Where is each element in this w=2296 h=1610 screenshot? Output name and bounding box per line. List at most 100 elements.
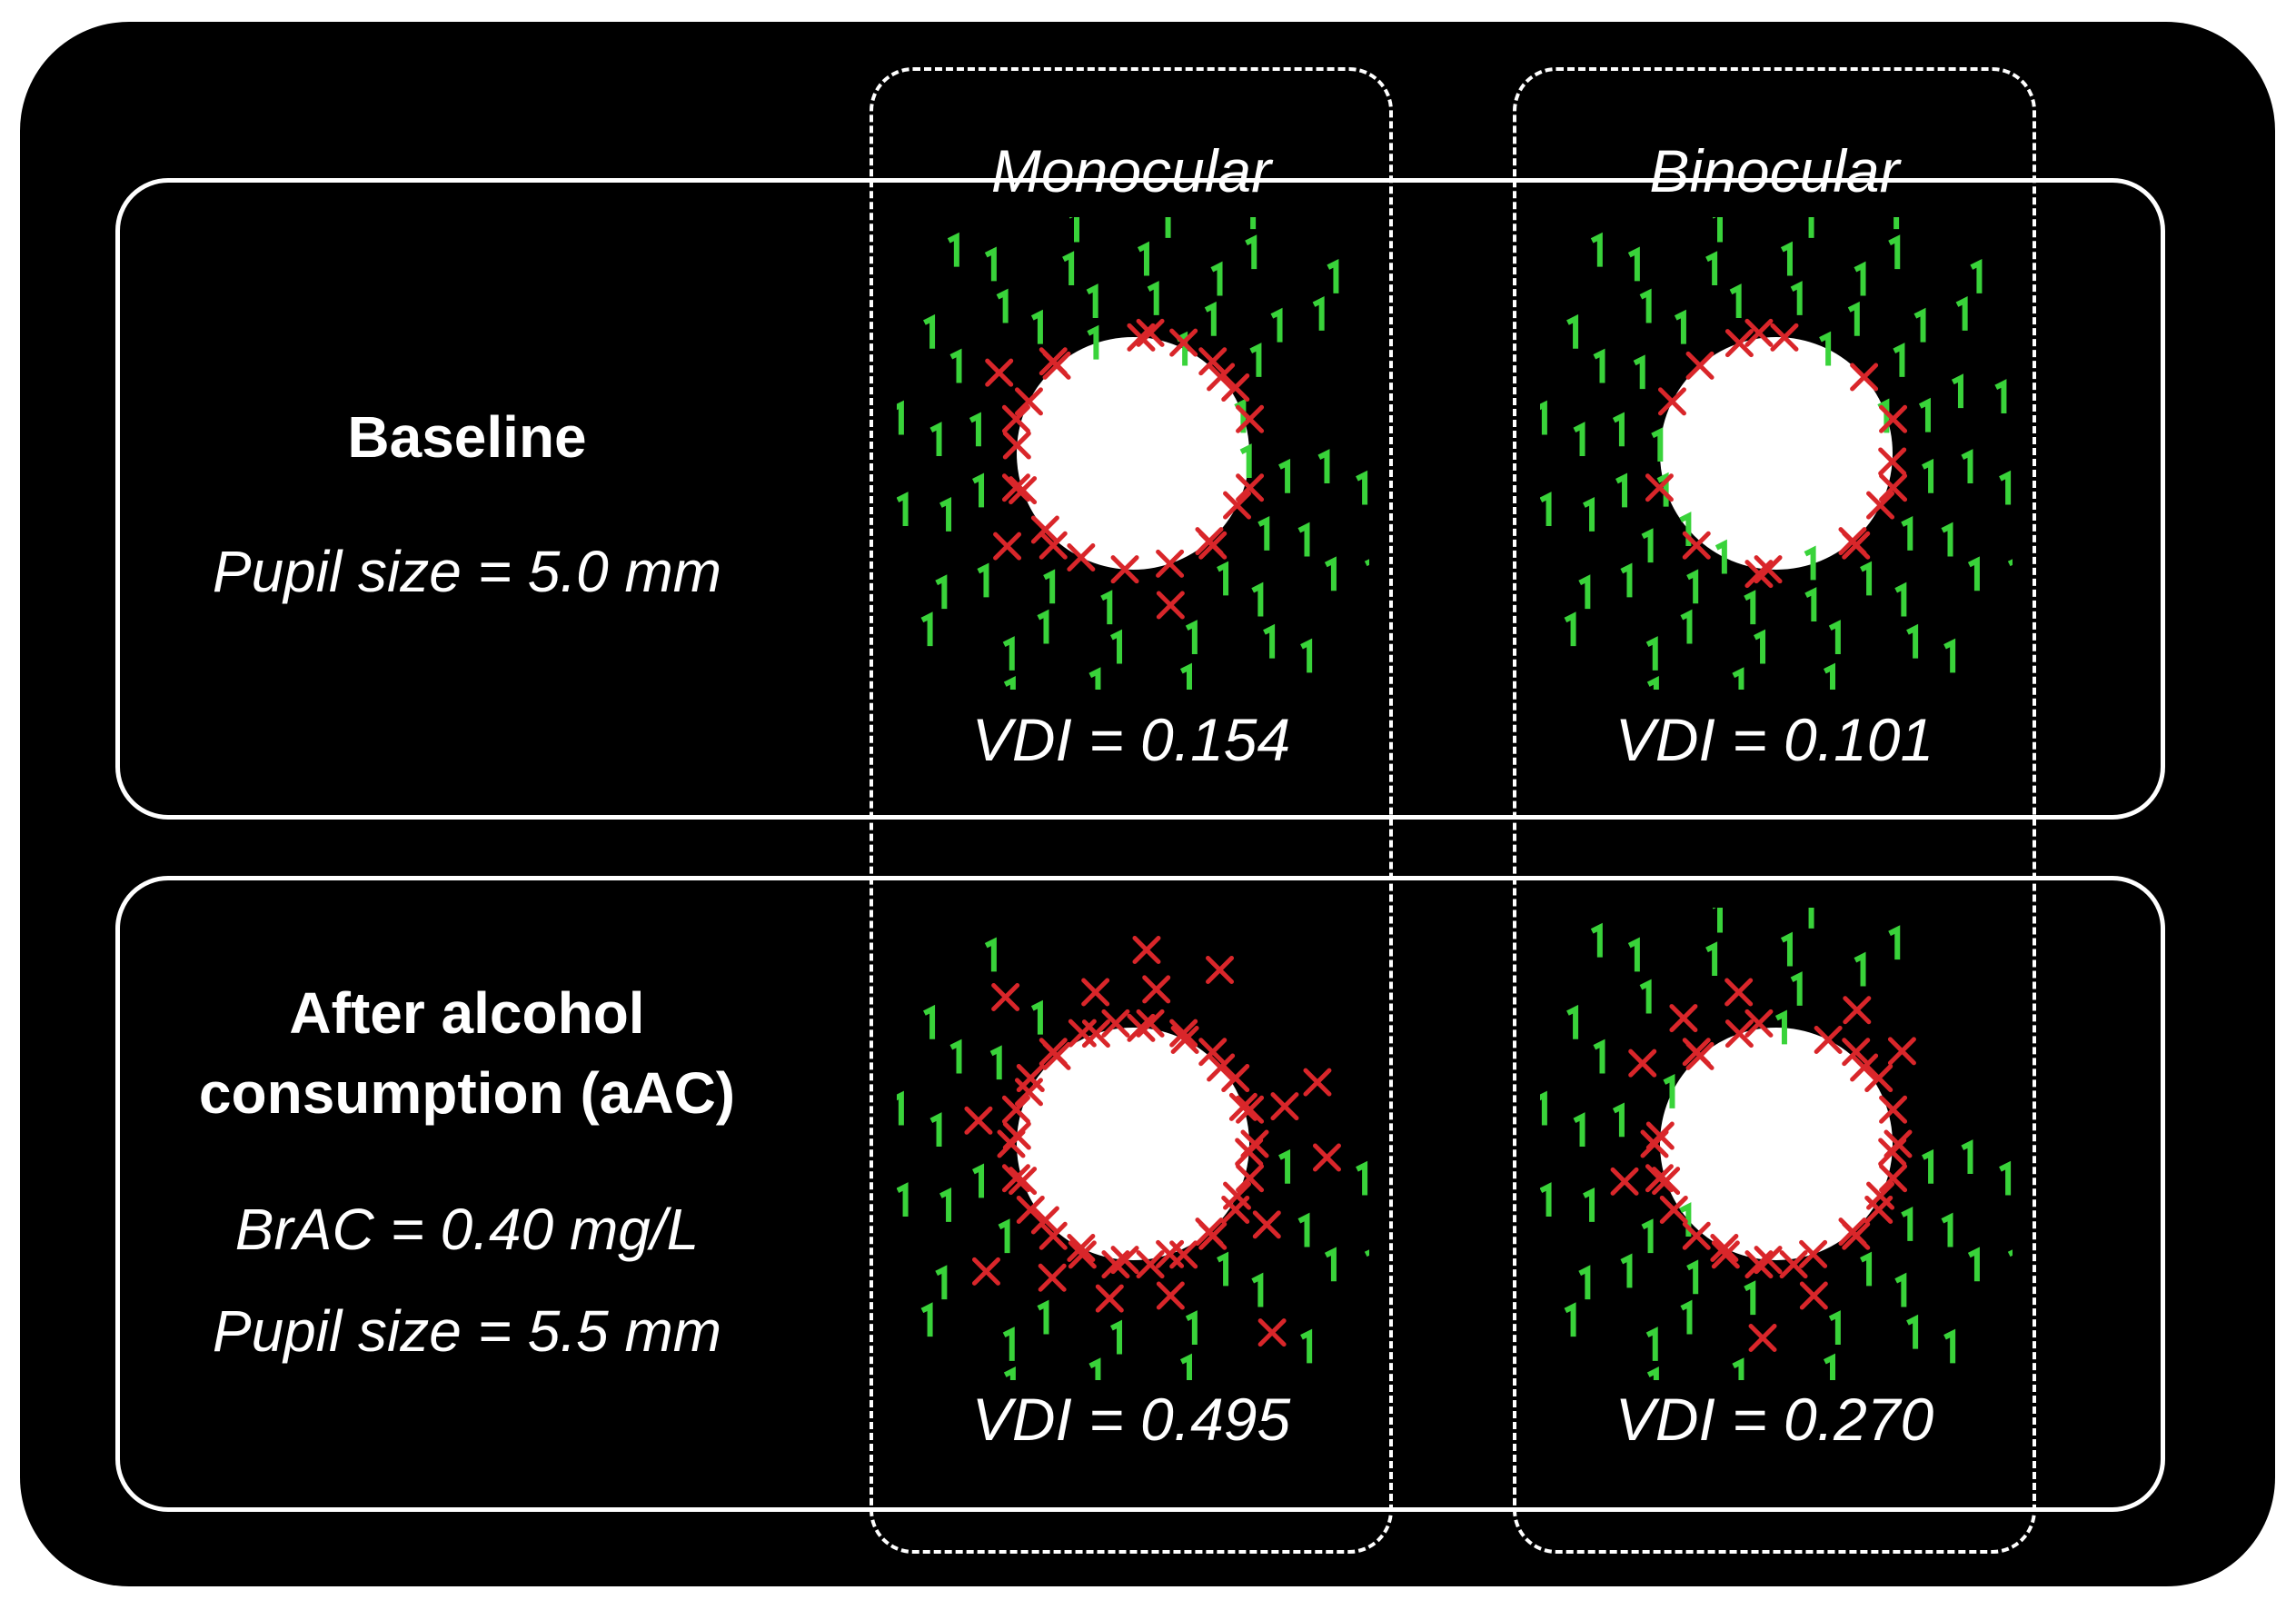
missed-point-mark	[1864, 1064, 1893, 1093]
detected-point-mark	[1612, 412, 1625, 447]
detected-point-mark	[897, 492, 909, 527]
missed-point-mark	[1081, 978, 1110, 1007]
missed-point-mark	[1014, 387, 1043, 416]
detected-point-mark	[2007, 1249, 2013, 1257]
detected-point-mark	[1627, 937, 1640, 972]
missed-point-mark	[1645, 1164, 1674, 1193]
missed-point-mark	[1001, 473, 1030, 502]
detected-point-mark	[1893, 343, 1905, 377]
monocular-header: Monocular	[990, 137, 1272, 204]
missed-point-mark	[1142, 975, 1171, 1004]
missed-point-mark	[1136, 1009, 1165, 1038]
detected-point-mark	[897, 400, 904, 435]
vdi-aac-binocular: VDI = 0.270	[1615, 1386, 1934, 1453]
detected-point-mark	[1003, 1367, 1016, 1380]
detected-point-mark	[1185, 1310, 1198, 1345]
detected-point-mark	[1278, 1148, 1291, 1184]
missed-point-mark	[1879, 473, 1908, 502]
missed-point-mark	[1770, 323, 1799, 352]
detected-point-mark	[1780, 931, 1793, 967]
missed-point-mark	[1039, 531, 1068, 560]
detected-point-mark	[1573, 1112, 1585, 1148]
detected-point-mark	[1646, 1367, 1659, 1380]
detected-point-mark	[1823, 1353, 1836, 1380]
halo-plot-svg	[1540, 908, 2013, 1380]
detected-point-mark	[1955, 296, 1968, 331]
missed-point-mark	[1744, 1009, 1774, 1038]
halo-plot-svg	[897, 217, 1369, 690]
missed-point-mark	[1842, 1221, 1871, 1250]
missed-point-mark	[1682, 531, 1711, 560]
detected-point-mark	[1564, 1302, 1576, 1337]
detected-point-mark	[1062, 251, 1075, 286]
detected-point-mark	[1854, 261, 1866, 296]
detected-point-mark	[1646, 676, 1659, 690]
detected-point-mark	[1593, 1039, 1605, 1074]
detected-point-mark	[1943, 1328, 1956, 1364]
missed-point-mark	[1228, 1092, 1257, 1121]
detected-point-mark	[998, 1218, 1010, 1254]
baseline-row-box	[115, 178, 2165, 820]
missed-point-mark	[964, 1106, 993, 1135]
missed-point-mark	[1068, 1019, 1097, 1048]
detected-point-mark	[1593, 348, 1605, 383]
stimulus-disk	[1017, 337, 1249, 570]
missed-point-mark	[1884, 1129, 1913, 1158]
detected-point-mark	[1894, 1272, 1907, 1307]
missed-point-mark	[1198, 1038, 1228, 1067]
detected-point-mark	[1641, 528, 1654, 563]
detected-point-mark	[1633, 354, 1645, 390]
detected-point-mark	[1705, 941, 1718, 977]
missed-point-mark	[1779, 1250, 1808, 1279]
missed-point-mark	[1799, 1239, 1828, 1268]
missed-point-mark	[1610, 1167, 1639, 1196]
missed-point-mark	[1270, 1092, 1299, 1121]
missed-point-mark	[1710, 1234, 1739, 1263]
detected-point-mark	[1970, 258, 1983, 293]
detected-point-mark	[1263, 623, 1276, 659]
missed-point-mark	[1682, 1038, 1711, 1067]
halo-plot-svg	[1540, 217, 2013, 690]
detected-point-mark	[1680, 609, 1693, 644]
missed-point-mark	[997, 1129, 1026, 1158]
detected-point-mark	[1828, 620, 1841, 654]
vdi-baseline-monocular: VDI = 0.154	[971, 706, 1291, 773]
detected-point-mark	[935, 1265, 948, 1300]
detected-point-mark	[1590, 232, 1603, 267]
detected-point-mark	[1317, 449, 1330, 483]
detected-point-mark	[1888, 925, 1901, 960]
missed-point-mark	[1068, 1240, 1097, 1269]
detected-point-mark	[1278, 458, 1291, 493]
missed-point-mark	[1156, 591, 1185, 620]
detected-point-mark	[1790, 281, 1803, 315]
binocular-column-box: Binocular	[1513, 67, 2036, 1554]
missed-point-mark	[1887, 1037, 1916, 1066]
detected-point-mark	[1257, 515, 1270, 551]
detected-point-mark	[1961, 449, 1973, 483]
detected-point-mark	[1961, 1139, 1973, 1174]
missed-point-mark	[1748, 1323, 1777, 1352]
missed-point-mark	[1842, 531, 1871, 560]
detected-point-mark	[939, 1188, 952, 1222]
detected-point-mark	[1068, 217, 1079, 243]
missed-point-mark	[1744, 318, 1774, 347]
detected-point-mark	[1087, 324, 1099, 360]
missed-point-mark	[1207, 363, 1236, 392]
aac-pupil-size: Pupil size = 5.5 mm	[212, 1298, 722, 1364]
detected-point-mark	[1002, 636, 1015, 671]
detected-point-mark	[1300, 1328, 1313, 1364]
missed-point-mark	[1850, 1053, 1879, 1082]
missed-point-mark	[1009, 476, 1038, 505]
detected-point-mark	[1808, 908, 1814, 929]
detected-point-mark	[1860, 561, 1873, 596]
missed-point-mark	[1628, 1048, 1657, 1078]
plot-aac-monocular	[897, 908, 1369, 1380]
missed-point-mark	[1132, 936, 1161, 965]
missed-point-mark	[1652, 1167, 1681, 1196]
detected-point-mark	[1612, 1102, 1625, 1138]
detected-point-mark	[1100, 590, 1113, 625]
missed-point-mark	[1640, 1129, 1669, 1158]
detected-point-mark	[1217, 561, 1229, 596]
detected-point-mark	[1651, 427, 1664, 462]
missed-point-mark	[1744, 560, 1774, 589]
